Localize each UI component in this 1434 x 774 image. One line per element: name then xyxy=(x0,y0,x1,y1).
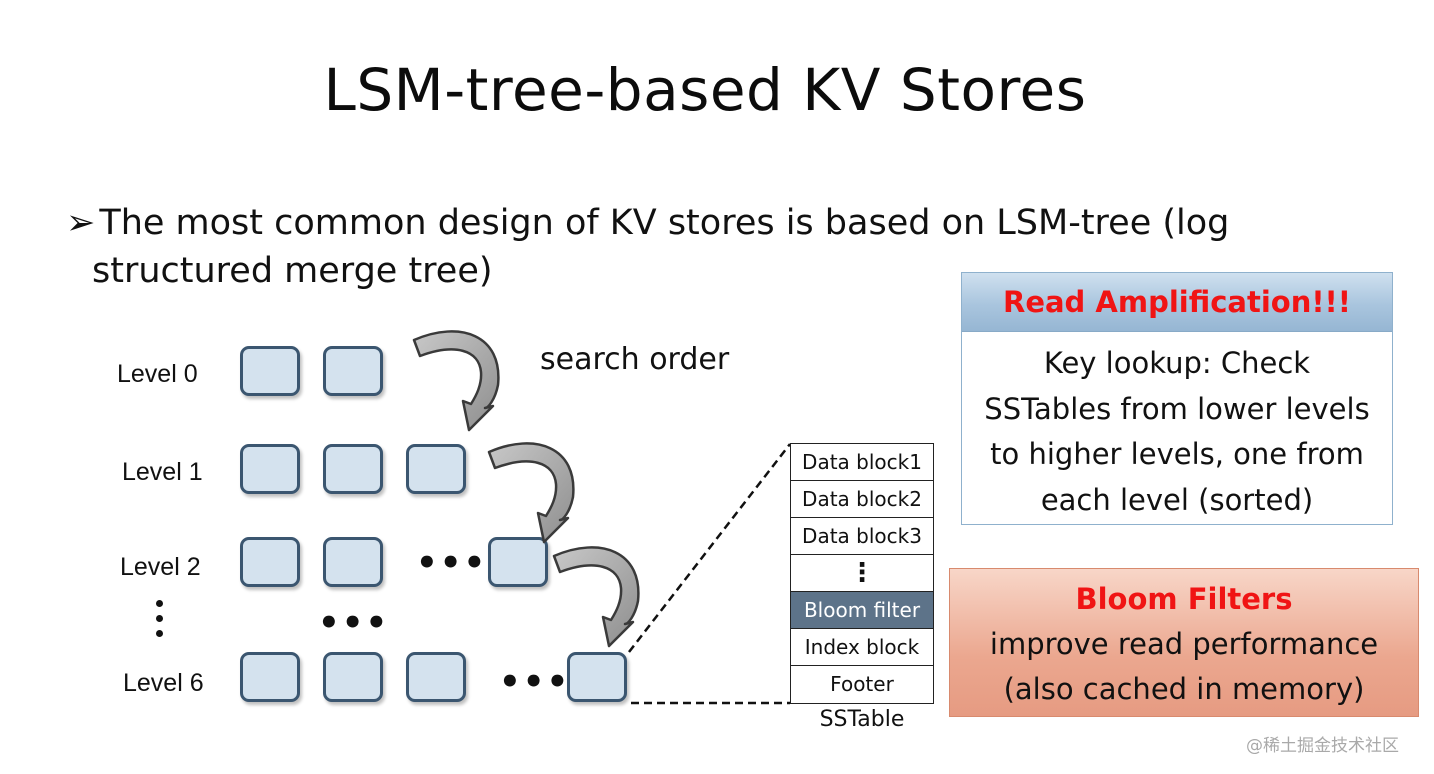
search-order-arrow-icon xyxy=(552,546,640,648)
sstable-row-footer: Footer xyxy=(830,672,894,696)
level-2-label: Level 2 xyxy=(120,553,201,581)
level-6-label: Level 6 xyxy=(123,669,204,697)
bullet-text-line-1: ➢The most common design of KV stores is … xyxy=(66,203,1229,243)
horizontal-ellipsis: ••• xyxy=(318,603,390,643)
bloom-filters-panel: Bloom Filters improve read performance (… xyxy=(949,568,1419,717)
sstable-row-bloom-filter: Bloom filter xyxy=(791,592,933,629)
bloom-filters-line: improve read performance xyxy=(989,627,1379,661)
read-amplification-panel: Read Amplification!!! Key lookup: Check … xyxy=(961,272,1393,525)
arrow-bullet-icon: ➢ xyxy=(66,203,96,243)
read-amplification-line: each level (sorted) xyxy=(1040,482,1314,517)
sstable-block xyxy=(323,444,383,494)
read-amplification-line: Key lookup: Check xyxy=(1043,346,1311,380)
sstable-block xyxy=(323,537,383,587)
sstable-block xyxy=(323,652,383,702)
sstable-structure: Data block1 Data block2 Data block3 ⋮ Bl… xyxy=(790,443,934,704)
sstable-block xyxy=(240,652,300,702)
sstable-row-index-block: Index block xyxy=(791,629,933,666)
sstable-row-data-block-2: Data block2 xyxy=(791,481,933,518)
sstable-row-data-block-3: Data block3 xyxy=(791,518,933,555)
sstable-block xyxy=(406,444,466,494)
watermark: @稀土掘金技术社区 xyxy=(1246,736,1399,756)
read-amplification-line: to higher levels, one from xyxy=(990,437,1364,471)
sstable-block xyxy=(240,444,300,494)
zoom-dashed-lines xyxy=(628,443,791,705)
bloom-filters-line: (also cached in memory) xyxy=(1003,672,1365,706)
level-0-label: Level 0 xyxy=(117,360,198,388)
sstable-block xyxy=(406,652,466,702)
level-1-label: Level 1 xyxy=(122,458,203,486)
sstable-block xyxy=(240,346,300,396)
sstable-row-ellipsis: ⋮ xyxy=(791,555,933,592)
bullet-text: The most common design of KV stores is b… xyxy=(99,203,1230,243)
sstable-row-data-block-1: Data block1 xyxy=(791,444,933,481)
sstable-block xyxy=(240,537,300,587)
horizontal-ellipsis: ••• xyxy=(416,543,488,583)
read-amplification-header: Read Amplification!!! xyxy=(962,273,1392,332)
sstable-block-zoomed xyxy=(567,652,627,702)
slide-title: LSM-tree-based KV Stores xyxy=(323,56,1087,124)
sstable-block xyxy=(488,537,548,587)
sstable-block xyxy=(323,346,383,396)
search-order-label: search order xyxy=(540,342,730,377)
search-order-arrow-icon xyxy=(412,330,500,432)
vertical-ellipsis xyxy=(150,600,170,642)
bloom-filters-title: Bloom Filters xyxy=(1075,582,1293,616)
bullet-text-line-2: structured merge tree) xyxy=(92,251,493,291)
search-order-arrow-icon xyxy=(487,442,575,544)
sstable-caption: SSTable xyxy=(819,707,905,732)
read-amplification-line: SSTables from lower levels xyxy=(984,391,1370,426)
read-amplification-body: Key lookup: Check SSTables from lower le… xyxy=(962,332,1392,523)
horizontal-ellipsis: ••• xyxy=(499,662,571,702)
